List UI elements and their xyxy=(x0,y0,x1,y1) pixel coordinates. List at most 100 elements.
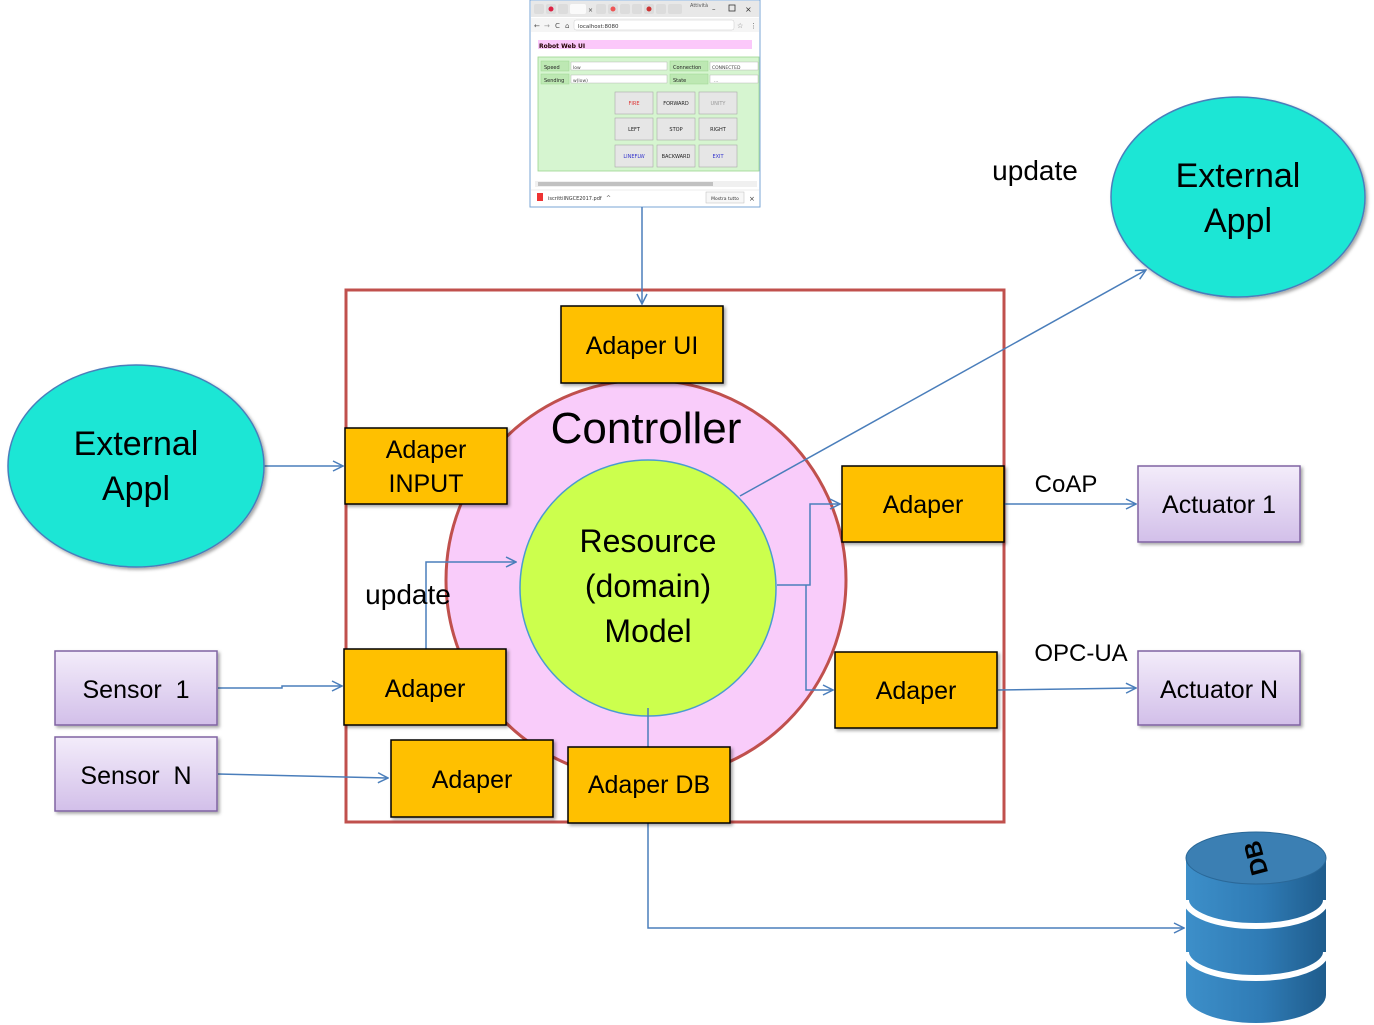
close-download-bar-icon[interactable]: × xyxy=(749,195,755,203)
home-icon[interactable]: ⌂ xyxy=(565,22,569,30)
page-title-bar xyxy=(538,40,752,49)
adapter-actuator1-label: Adaper xyxy=(883,491,964,519)
right-button-label: RIGHT xyxy=(710,127,727,133)
minimize-icon[interactable]: – xyxy=(712,5,716,13)
connectors xyxy=(217,207,1184,928)
controller-label: Controller xyxy=(551,404,742,453)
speed-label: Speed xyxy=(544,65,560,71)
adapter-sensorN-box xyxy=(390,739,554,818)
left-button[interactable] xyxy=(614,117,654,141)
model-to-external-appl-arrow xyxy=(739,270,1146,497)
sensorN-label: Sensor N xyxy=(80,762,191,790)
adapter-sensor1-label: Adaper xyxy=(385,675,466,703)
adapter-actuatorN-box xyxy=(834,651,998,729)
browser-tabs: × xyxy=(534,4,682,14)
page-title: Robot Web UI xyxy=(539,43,585,50)
state-input[interactable] xyxy=(709,74,759,84)
download-file-name[interactable]: iscrittiINGCE2017.pdf xyxy=(548,196,602,202)
bookmark-star-icon[interactable]: ☆ xyxy=(737,22,743,30)
window-title: Attività xyxy=(690,2,708,9)
speed-input[interactable] xyxy=(570,61,668,71)
adapter-db-box xyxy=(567,746,731,824)
sending-value: w(low) xyxy=(573,78,588,84)
maximize-icon[interactable] xyxy=(728,4,736,12)
state-value: ... xyxy=(714,79,718,84)
forward-button[interactable] xyxy=(656,91,696,115)
adapter-input-label-line2: INPUT xyxy=(389,470,464,498)
stop-button[interactable] xyxy=(656,117,696,141)
sensorN-arrow xyxy=(217,774,388,778)
external-right-label-line1: External xyxy=(1176,157,1301,195)
reload-icon[interactable]: C xyxy=(555,22,560,30)
show-all-button[interactable] xyxy=(705,191,745,204)
actuatorN-box xyxy=(1137,650,1301,726)
model-to-adapter-act1-arrow xyxy=(777,504,840,586)
model-label-line2: (domain) xyxy=(585,568,711,604)
update-label-right: update xyxy=(992,155,1078,186)
actuator1-label: Actuator 1 xyxy=(1162,491,1276,519)
adapter-db-label: Adaper DB xyxy=(588,771,710,799)
model-to-adapter-actN-arrow xyxy=(805,585,833,690)
forward-button-label: FORWARD xyxy=(663,101,689,107)
database-icon: DB xyxy=(1183,831,1329,1023)
sensor1-label: Sensor 1 xyxy=(82,676,189,704)
url-text: localhost:8080 xyxy=(578,24,619,30)
sensorN-box xyxy=(54,736,218,812)
exit-button[interactable] xyxy=(698,144,738,168)
external-left-label-line1: External xyxy=(74,425,199,463)
sensor1-arrow xyxy=(218,686,342,688)
sending-label: Sending xyxy=(544,78,564,84)
state-label: State xyxy=(673,78,686,84)
connection-input[interactable] xyxy=(709,61,759,71)
address-bar[interactable] xyxy=(573,19,735,31)
lineflw-button[interactable] xyxy=(614,144,654,168)
fire-button-label: FIRE xyxy=(629,101,640,107)
scrollbar-thumb[interactable] xyxy=(538,182,713,186)
adapter-actuator1-box xyxy=(841,465,1005,543)
actuatorN-label: Actuator N xyxy=(1160,676,1278,704)
opcua-arrow xyxy=(997,688,1136,690)
left-button-label: LEFT xyxy=(628,127,641,133)
menu-icon[interactable]: ⋮ xyxy=(750,22,757,30)
model-label-line3: Model xyxy=(604,613,691,649)
download-chevron-icon[interactable]: ^ xyxy=(606,195,611,202)
forward-icon[interactable]: → xyxy=(544,22,550,30)
adapter-input-box xyxy=(344,427,508,505)
adapter-ui-box xyxy=(560,305,724,384)
backward-button[interactable] xyxy=(656,144,696,168)
external-right-label-line2: Appl xyxy=(1204,202,1272,240)
svg-text:×: × xyxy=(588,7,593,14)
backward-button-label: BACKWARD xyxy=(662,154,691,160)
fire-button[interactable] xyxy=(614,91,654,115)
unity-button-label: UNITY xyxy=(711,101,727,107)
adapter-input-label-line1: Adaper xyxy=(386,436,467,464)
adapter-sensor1-box xyxy=(343,648,507,726)
connection-label: Connection xyxy=(673,65,701,71)
robot-button-grid: FIRE FORWARD UNITY LEFT STOP RIGHT LINEF… xyxy=(614,91,738,168)
sending-input[interactable] xyxy=(570,74,668,84)
actuator1-box xyxy=(1137,465,1301,543)
external-appl-right xyxy=(1110,96,1366,298)
close-icon[interactable]: × xyxy=(745,5,752,14)
adapter-actuatorN-label: Adaper xyxy=(876,677,957,705)
db-arrow xyxy=(647,822,1184,928)
model-label-line1: Resource xyxy=(580,523,717,559)
robot-web-ui-screenshot: × Attività – × ← → C ⌂ localhost:8080 ☆ … xyxy=(529,0,761,208)
sensor1-box xyxy=(54,650,218,726)
right-button[interactable] xyxy=(698,117,738,141)
unity-button[interactable] xyxy=(698,91,738,115)
external-left-label-line2: Appl xyxy=(102,470,170,508)
opcua-label: OPC-UA xyxy=(1034,640,1127,667)
external-appl-left xyxy=(7,364,265,568)
back-icon[interactable]: ← xyxy=(534,22,540,30)
exit-button-label: EXIT xyxy=(712,154,724,160)
show-all-label: Mostra tutto xyxy=(711,196,739,202)
lineflw-button-label: LINEFLW xyxy=(623,154,644,160)
pdf-icon xyxy=(537,193,543,201)
update-label-left: update xyxy=(365,579,451,610)
connection-value: CONNECTED xyxy=(712,65,741,71)
adapter-ui-label: Adaper UI xyxy=(586,332,699,360)
sensor-update-arrow xyxy=(425,562,516,650)
adapter-sensorN-label: Adaper xyxy=(432,766,513,794)
